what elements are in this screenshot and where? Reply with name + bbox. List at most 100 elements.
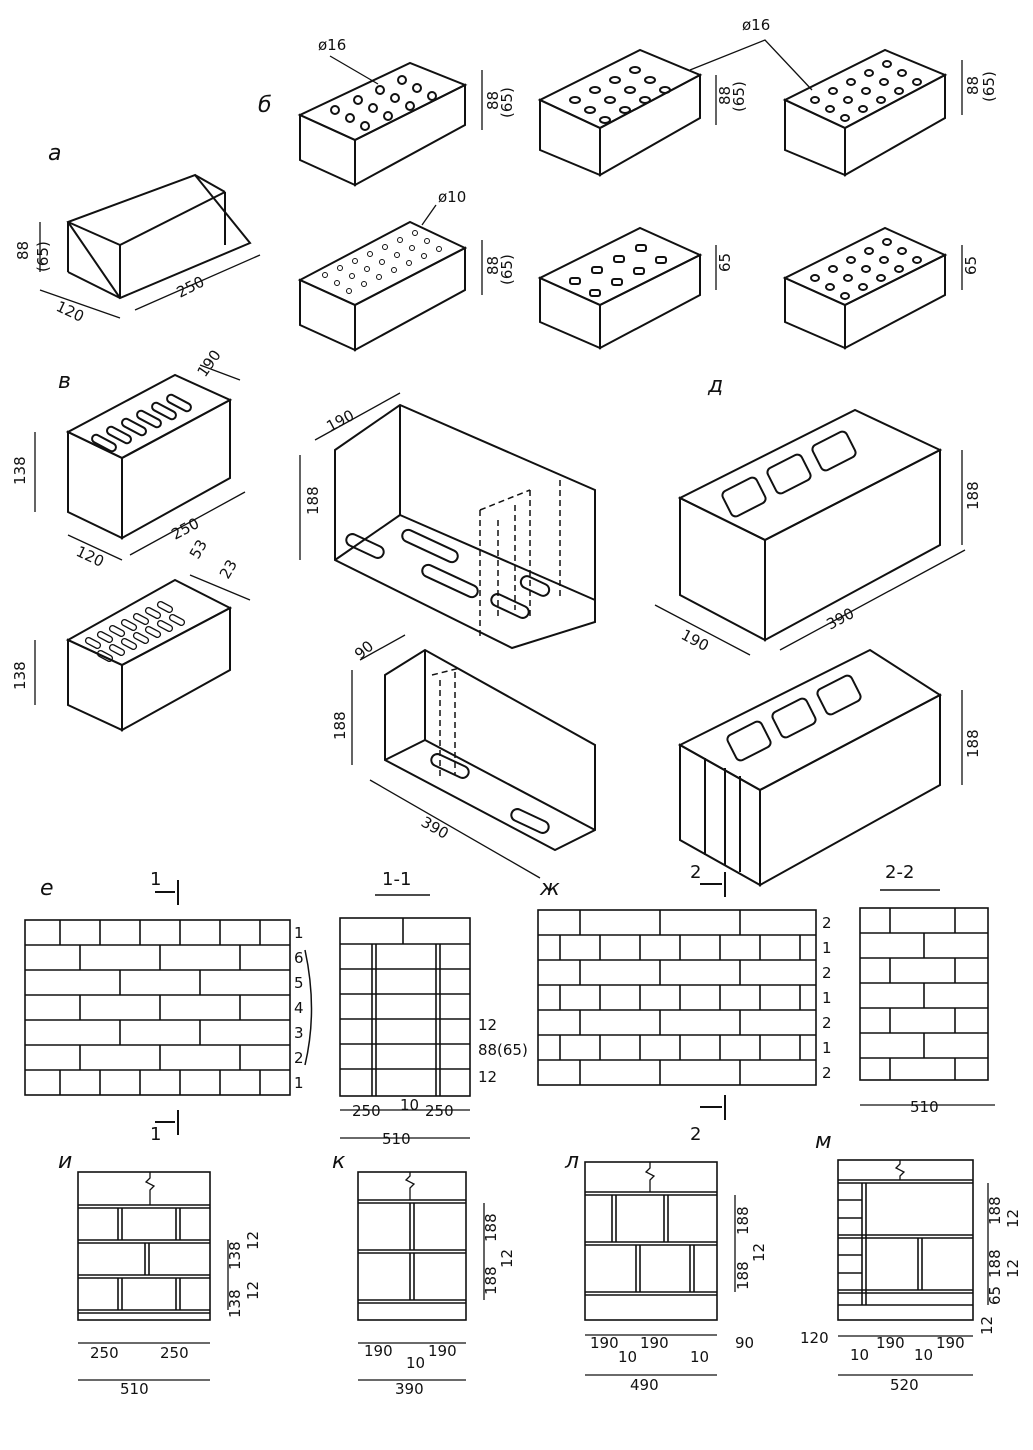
sec11-course-alt: (65) [497, 1041, 528, 1059]
dim-b4-h-alt: (65) [498, 254, 516, 285]
sec11-joint-top: 12 [478, 1016, 497, 1034]
dim-a-height: 88 [14, 241, 32, 260]
dim-hb2-w: 90 [351, 637, 377, 663]
dim-cb1-len: 390 [823, 604, 857, 633]
course-zh-0: 2 [822, 914, 832, 932]
dim-b4-dia: ø10 [438, 188, 466, 206]
dim-cb1-w: 190 [678, 626, 712, 655]
wk-c2: 188 [482, 1266, 500, 1295]
wi-right: 250 [160, 1344, 189, 1362]
wl-total: 490 [630, 1376, 659, 1394]
dim-hb1-w: 190 [323, 406, 357, 435]
label-k: к [332, 1149, 346, 1174]
course-zh-1: 1 [822, 939, 832, 957]
section-mark-1-bot: 1 [150, 1124, 161, 1145]
stone-v2 [34, 574, 251, 732]
brick-b2 [537, 39, 813, 177]
dim-v2-height: 138 [11, 661, 29, 690]
course-e-1: 6 [294, 949, 304, 967]
wk-right: 190 [428, 1342, 457, 1360]
wm-b: 190 [936, 1334, 965, 1352]
dim-b1-h: 88 [484, 91, 502, 110]
dim-a-width: 120 [53, 297, 87, 325]
dim-v-top: 190 [194, 347, 225, 381]
wall-i [77, 1171, 229, 1381]
dim-hb1-h: 188 [304, 486, 322, 515]
wk-c1: 188 [482, 1213, 500, 1242]
wi-j2: 12 [244, 1281, 262, 1300]
sec22-total: 510 [910, 1098, 939, 1116]
course-e-5: 2 [294, 1049, 304, 1067]
label-d: д [707, 373, 723, 398]
course-e-0: 1 [294, 924, 304, 942]
wk-total: 390 [395, 1380, 424, 1398]
dim-v-width: 120 [73, 542, 107, 570]
section-mark-1-top: 1 [150, 869, 161, 890]
wk-gap: 10 [406, 1354, 425, 1372]
label-zh: ж [539, 876, 560, 901]
wl-c1: 188 [734, 1206, 752, 1235]
sec11-course: 88 [478, 1041, 497, 1059]
dim-b1-h-alt: (65) [498, 87, 516, 118]
label-e: е [40, 876, 54, 901]
dim-v-height: 138 [11, 456, 29, 485]
wl-j: 12 [750, 1243, 768, 1262]
wi-left: 250 [90, 1344, 119, 1362]
wm-j3: 12 [978, 1316, 996, 1335]
wl-c: 90 [735, 1334, 754, 1352]
brick-b4 [297, 204, 483, 352]
hollow-block-2 [351, 634, 596, 879]
section-mark-2-bot: 2 [690, 1124, 701, 1145]
wall-k [357, 1171, 485, 1381]
dim-hb2-len: 390 [418, 813, 452, 843]
wm-edge: 120 [800, 1329, 829, 1347]
section-2-2 [859, 907, 995, 1106]
dim-cb2-h: 188 [964, 729, 982, 758]
dim-a-height-alt: (65) [34, 241, 52, 272]
wi-c2: 138 [226, 1289, 244, 1318]
section-1-1 [339, 917, 471, 1139]
course-e-2: 5 [294, 974, 304, 992]
dim-b3-h: 88 [964, 76, 982, 95]
hollow-block-1 [299, 392, 596, 650]
brick-b1 [297, 55, 483, 187]
dim-b5-h: 65 [716, 253, 734, 272]
dim-b2-h: 88 [716, 86, 734, 105]
wm-c1: 188 [986, 1196, 1004, 1225]
wk-j: 12 [498, 1249, 516, 1268]
course-zh-6: 2 [822, 1064, 832, 1082]
wm-total: 520 [890, 1376, 919, 1394]
wall-l [584, 1161, 736, 1376]
wl-g1: 10 [618, 1348, 637, 1366]
dim-cb1-h: 188 [964, 481, 982, 510]
wl-c2: 188 [734, 1261, 752, 1290]
wm-g1: 10 [850, 1346, 869, 1364]
brick-b5 [537, 226, 717, 350]
concrete-block-1 [654, 408, 966, 656]
wl-b: 190 [640, 1334, 669, 1352]
course-zh-5: 1 [822, 1039, 832, 1057]
label-a: а [48, 141, 61, 166]
course-zh-4: 2 [822, 1014, 832, 1032]
sec11-joint-bot: 12 [478, 1068, 497, 1086]
dim-hb2-h: 188 [331, 711, 349, 740]
brick-b3 [782, 48, 963, 177]
sec11-total: 510 [382, 1130, 411, 1148]
course-zh-2: 2 [822, 964, 832, 982]
wm-c2: 188 [986, 1249, 1004, 1278]
section-1-1-title: 1-1 [382, 869, 411, 890]
course-zh-3: 1 [822, 989, 832, 1007]
dim-v2-slot2: 23 [216, 556, 241, 582]
wi-c1: 138 [226, 1241, 244, 1270]
dim-b2-dia: ø16 [742, 16, 770, 34]
course-e-6: 1 [294, 1074, 304, 1092]
label-l: л [564, 1149, 579, 1174]
sec11-gap: 10 [400, 1096, 419, 1114]
label-i: и [58, 1149, 72, 1174]
dim-b4-h: 88 [484, 256, 502, 275]
wm-g2: 10 [914, 1346, 933, 1364]
wi-j1: 12 [244, 1231, 262, 1250]
sec11-right: 250 [425, 1102, 454, 1120]
dim-a-length: 250 [174, 273, 208, 302]
